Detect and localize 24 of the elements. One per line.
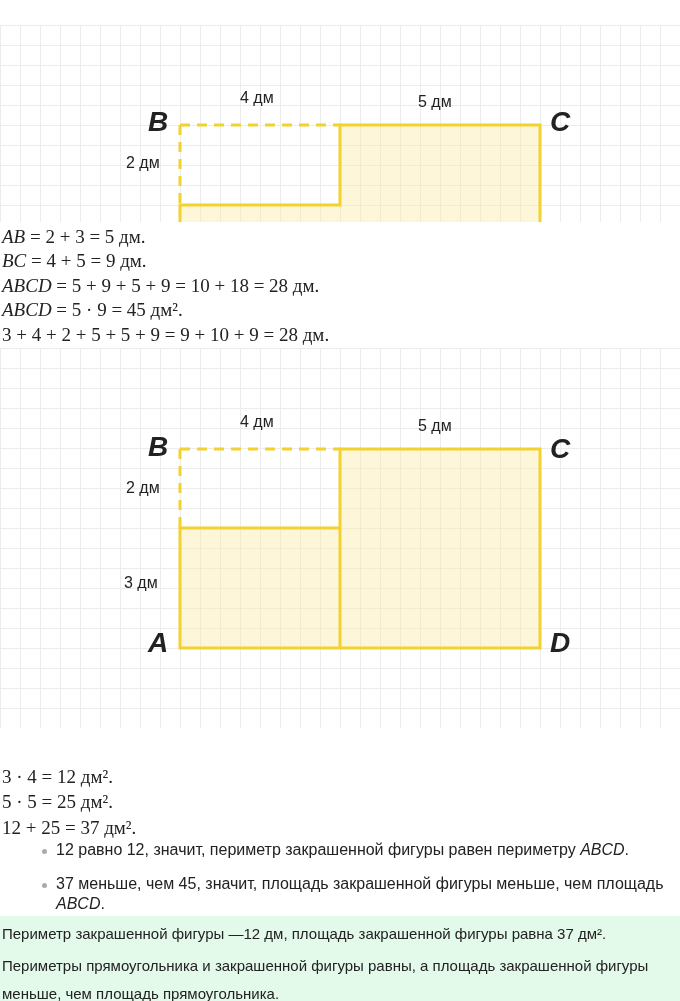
equation-line: 3 · 4 = 12 дм². — [2, 767, 113, 787]
equation-line: ABCD = 5 · 9 = 45 дм². — [2, 300, 183, 320]
vertex-label: B — [148, 112, 169, 132]
answer-text: Периметр закрашенной фигуры —12 дм, площадь закрашенной фигуры равна 37 дм². — [2, 924, 608, 944]
vertex-label: A — [148, 633, 169, 653]
dimension-label: 5 дм — [418, 416, 452, 436]
dimension-label: 4 дм — [240, 412, 274, 432]
vertex-label: B — [148, 437, 169, 457]
equation-line: AB = 2 + 3 = 5 дм. — [2, 227, 146, 247]
equation-line: ABCD = 5 + 9 + 5 + 9 = 10 + 18 = 28 дм. — [2, 276, 320, 296]
vertex-label: C — [550, 439, 571, 459]
equation-line: 5 · 5 = 25 дм². — [2, 792, 113, 812]
vertex-label: C — [550, 112, 571, 132]
dimension-label: 5 дм — [418, 92, 452, 112]
dimension-label: 2 дм — [126, 478, 160, 498]
bullet-point: 37 меньше, чем 45, значит, площадь закрашенной фигуры меньше, чем площадь ABCD. — [56, 874, 665, 914]
equation-line: 12 + 25 = 37 дм². — [2, 818, 137, 838]
bullet-point: 12 равно 12, значит, периметр закрашенной фигуры равен периметру ABCD. — [56, 840, 631, 860]
dimension-label: 4 дм — [240, 88, 274, 108]
equation-line: BC = 4 + 5 = 9 дм. — [2, 251, 147, 271]
vertex-label: D — [550, 633, 571, 653]
dimension-label: 3 дм — [124, 573, 158, 593]
dimension-label: 2 дм — [126, 153, 160, 173]
equation-line: 3 + 4 + 2 + 5 + 5 + 9 = 9 + 10 + 9 = 28 дм. — [2, 325, 330, 345]
